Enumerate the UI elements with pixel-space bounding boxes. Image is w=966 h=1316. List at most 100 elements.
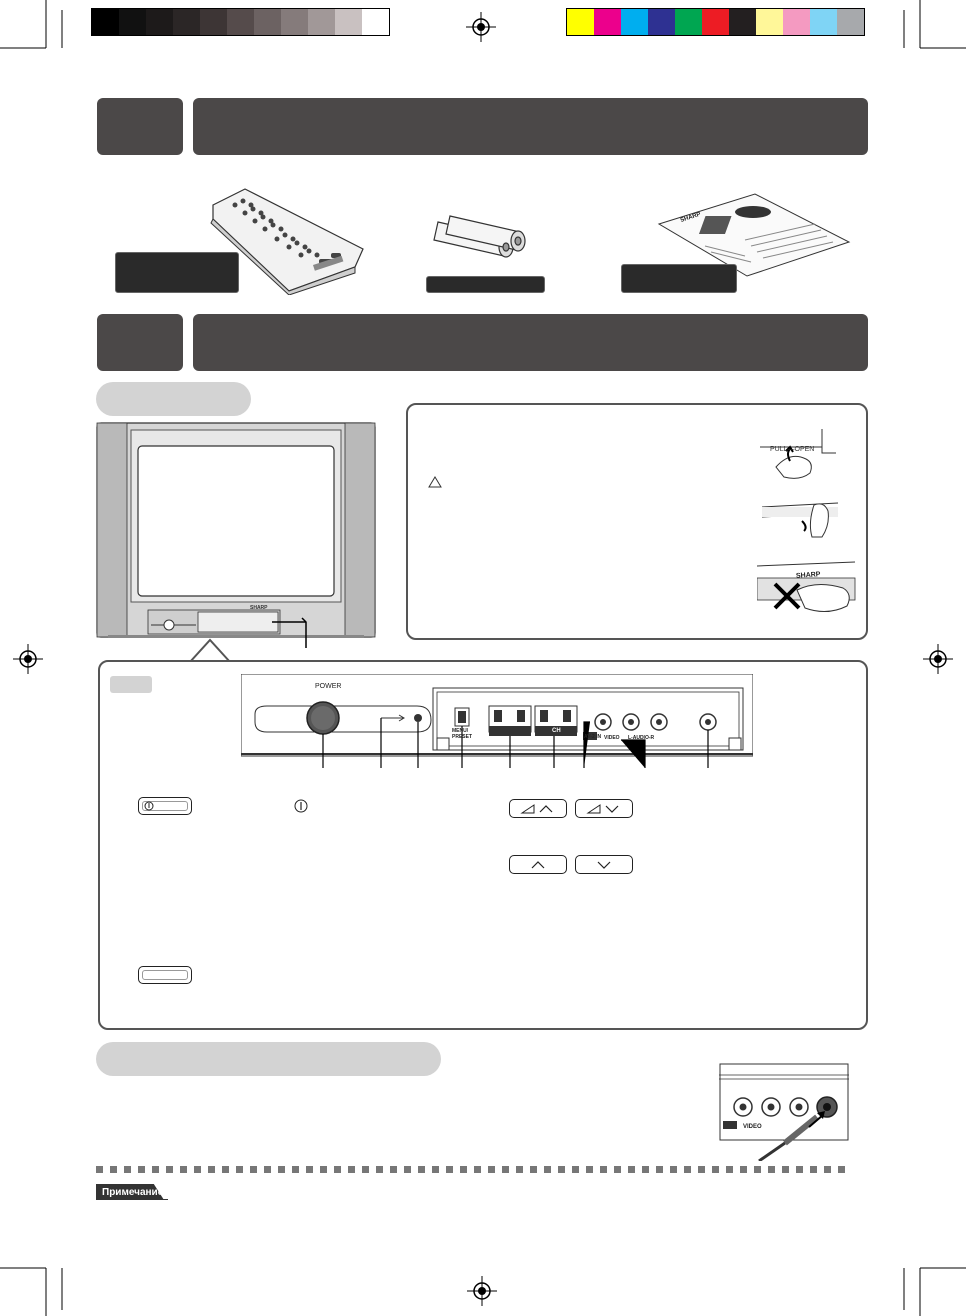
separator-dash: [96, 1166, 103, 1173]
gray-swatch: [200, 9, 227, 35]
separator-dash: [348, 1166, 355, 1173]
separator-dash: [558, 1166, 565, 1173]
separator-dash: [124, 1166, 131, 1173]
separator-dash: [600, 1166, 607, 1173]
color-swatch: [783, 9, 810, 35]
volume-down-key-illustration: [575, 799, 633, 818]
separator-dash: [656, 1166, 663, 1173]
separator-dash: [236, 1166, 243, 1173]
separator-dash: [544, 1166, 551, 1173]
separator-dash: [474, 1166, 481, 1173]
registration-mark-bottom: [467, 1276, 497, 1306]
note-label: Примечание: [96, 1184, 164, 1200]
remote-label-box: [115, 252, 239, 293]
section-1-number-box: [97, 98, 183, 155]
color-swatch: [837, 9, 864, 35]
note-underline: [96, 1199, 168, 1200]
color-swatch: [702, 9, 729, 35]
section-2-number-box: [97, 314, 183, 371]
gray-swatch: [362, 9, 389, 35]
separator-dash: [334, 1166, 341, 1173]
callout-connector: [190, 638, 231, 663]
separator-dash: [376, 1166, 383, 1173]
separator-dash: [740, 1166, 747, 1173]
ch-label: CH: [552, 728, 561, 734]
separator-dash: [110, 1166, 117, 1173]
section-1-title-bar: [193, 98, 868, 155]
audio-jack-label: L-AUDIO-R: [628, 735, 655, 741]
grayscale-calibration-bar: [91, 8, 390, 36]
headphone-jack-image: [719, 1063, 849, 1161]
gray-swatch: [335, 9, 362, 35]
separator-dash: [264, 1166, 271, 1173]
separator-dash: [502, 1166, 509, 1173]
separator-dash: [586, 1166, 593, 1173]
pull-open-step-1-image: [760, 429, 836, 479]
gray-swatch: [92, 9, 119, 35]
separator-dash: [180, 1166, 187, 1173]
menu-key-illustration: [138, 966, 192, 984]
channel-down-key-illustration: [575, 855, 633, 874]
separator-dash: [320, 1166, 327, 1173]
tv-front-image: SHARP: [96, 422, 376, 648]
section-2-title-bar: [193, 314, 868, 371]
separator-dash: [390, 1166, 397, 1173]
separator-dash: [446, 1166, 453, 1173]
color-swatch: [621, 9, 648, 35]
control-panel-drawing: [241, 674, 753, 768]
registration-mark-top: [466, 12, 496, 42]
pull-open-text: PULL—OPEN: [770, 446, 815, 453]
separator-dash: [698, 1166, 705, 1173]
separator-dash: [292, 1166, 299, 1173]
separator-dash: [782, 1166, 789, 1173]
manual-label-box: [621, 264, 737, 293]
registration-mark-left: [13, 644, 43, 674]
separator-dash: [614, 1166, 621, 1173]
power-label: POWER: [315, 683, 342, 690]
gray-swatch: [146, 9, 173, 35]
detail-tag-pill: [110, 676, 152, 693]
video-jack-label: VIDEO: [604, 735, 620, 741]
color-swatch: [810, 9, 837, 35]
color-calibration-bar: [566, 8, 865, 36]
color-swatch: [675, 9, 702, 35]
operation-manual-image: SHARP: [657, 193, 851, 277]
separator-dash: [824, 1166, 831, 1173]
separator-dash: [754, 1166, 761, 1173]
separator-dash: [670, 1166, 677, 1173]
gray-swatch: [254, 9, 281, 35]
registration-mark-right: [923, 644, 953, 674]
channel-up-key-illustration: [509, 855, 567, 874]
separator-dash: [488, 1166, 495, 1173]
gray-swatch: [119, 9, 146, 35]
gray-swatch: [281, 9, 308, 35]
color-swatch: [567, 9, 594, 35]
separator-dash: [362, 1166, 369, 1173]
gray-swatch: [173, 9, 200, 35]
headphones-heading-pill: [96, 1042, 441, 1076]
separator-dash: [418, 1166, 425, 1173]
warning-triangle-icon: [428, 476, 442, 488]
separator-dash: [138, 1166, 145, 1173]
wrong-way-image: [757, 561, 856, 612]
separator-dash: [306, 1166, 313, 1173]
color-swatch: [594, 9, 621, 35]
separator-dash: [516, 1166, 523, 1173]
pull-open-step-2-image: [762, 502, 839, 538]
separator-dash: [810, 1166, 817, 1173]
color-swatch: [756, 9, 783, 35]
separator-dash: [530, 1166, 537, 1173]
separator-dash: [726, 1166, 733, 1173]
svg-text:SHARP: SHARP: [250, 605, 268, 611]
separator-dash: [712, 1166, 719, 1173]
color-swatch: [648, 9, 675, 35]
menu-preset-label: MENU/ PRESET: [452, 728, 473, 740]
separator-dash: [572, 1166, 579, 1173]
color-swatch: [729, 9, 756, 35]
volume-up-key-illustration: [509, 799, 567, 818]
separator-dash: [194, 1166, 201, 1173]
front-view-heading-pill: [96, 382, 251, 416]
separator-dash: [838, 1166, 845, 1173]
batteries-image: [433, 215, 526, 258]
